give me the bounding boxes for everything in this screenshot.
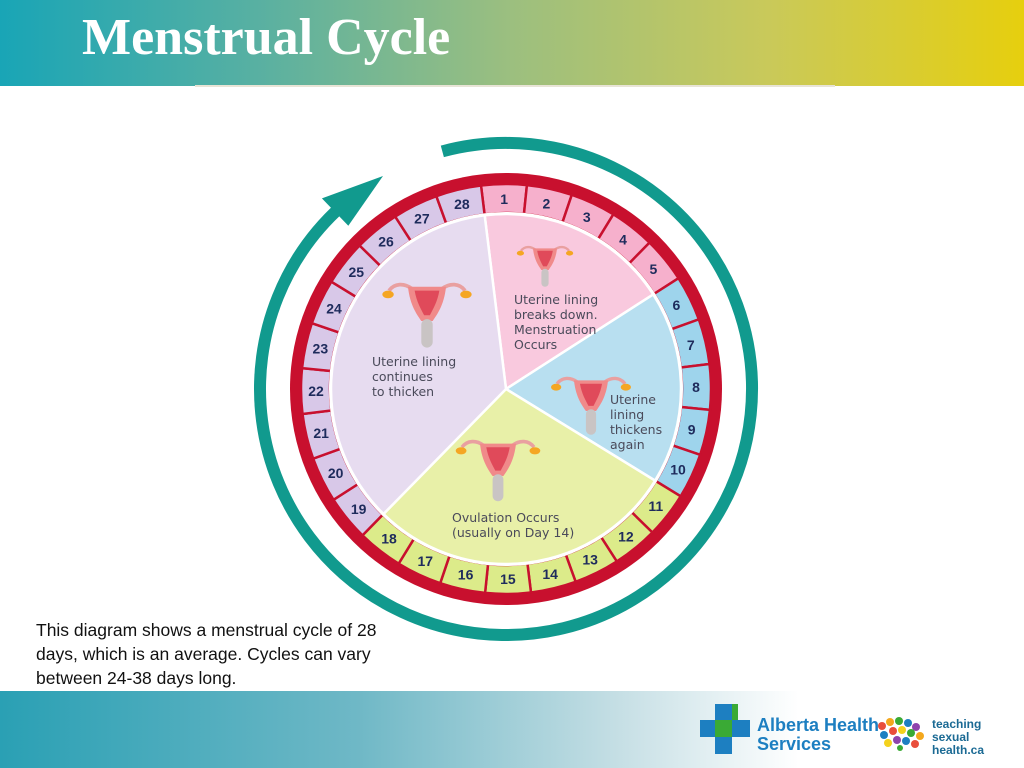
page-title: Menstrual Cycle bbox=[82, 9, 451, 66]
tsh-line-1: teaching bbox=[932, 717, 982, 731]
day-number: 21 bbox=[313, 425, 329, 441]
day-number: 15 bbox=[500, 571, 516, 587]
day-number: 24 bbox=[326, 300, 342, 316]
day-number: 7 bbox=[687, 337, 695, 353]
day-number: 9 bbox=[688, 421, 696, 437]
day-number: 20 bbox=[328, 465, 344, 481]
day-number: 4 bbox=[619, 231, 627, 247]
uterus-icon bbox=[551, 376, 631, 435]
day-number: 18 bbox=[381, 531, 397, 547]
uterus-icon bbox=[382, 282, 472, 348]
teaching-sexual-health-logo-icon bbox=[878, 717, 924, 751]
day-number: 22 bbox=[308, 383, 324, 399]
day-number: 10 bbox=[670, 462, 686, 478]
logo-line-2: Services bbox=[757, 734, 832, 754]
alberta-health-services-logo-icon bbox=[700, 704, 750, 754]
alberta-health-services-logo-text: Alberta Health Services bbox=[757, 716, 879, 754]
day-number: 27 bbox=[414, 211, 430, 227]
day-number: 26 bbox=[378, 234, 394, 250]
day-number: 8 bbox=[692, 379, 700, 395]
day-number: 11 bbox=[648, 498, 663, 514]
uterus-icon bbox=[516, 245, 574, 287]
day-number: 1 bbox=[500, 191, 508, 207]
day-number: 28 bbox=[454, 196, 470, 212]
tsh-line-2: sexual bbox=[932, 730, 970, 744]
day-number: 2 bbox=[543, 195, 551, 211]
day-number: 16 bbox=[458, 567, 474, 583]
day-number: 13 bbox=[582, 551, 598, 567]
cycle-arrow bbox=[254, 137, 758, 641]
diagram-caption: This diagram shows a menstrual cycle of … bbox=[36, 620, 377, 688]
header-divider bbox=[195, 85, 835, 87]
day-number: 5 bbox=[649, 261, 657, 277]
day-number: 19 bbox=[351, 501, 367, 517]
sector-menstruation bbox=[483, 212, 655, 392]
day-number: 14 bbox=[542, 566, 558, 582]
day-number: 23 bbox=[313, 341, 329, 357]
day-number: 3 bbox=[583, 209, 591, 225]
footer-band bbox=[0, 691, 1024, 768]
uterus-icon bbox=[455, 439, 541, 502]
logo-line-1: Alberta Health bbox=[757, 715, 880, 735]
day-number: 12 bbox=[618, 528, 634, 544]
title-banner: Menstrual Cycle bbox=[0, 0, 1024, 86]
day-number: 17 bbox=[417, 553, 433, 569]
phase-label-ovulation: Ovulation Occurs(usually on Day 14) bbox=[452, 510, 574, 540]
day-number: 25 bbox=[348, 264, 364, 280]
tsh-line-3: health.ca bbox=[932, 743, 985, 757]
teaching-sexual-health-logo-text: teaching sexual health.ca bbox=[932, 718, 984, 757]
sector-ovulation bbox=[381, 387, 657, 566]
cycle-arrow-head bbox=[321, 175, 383, 226]
day-number: 6 bbox=[672, 297, 680, 313]
